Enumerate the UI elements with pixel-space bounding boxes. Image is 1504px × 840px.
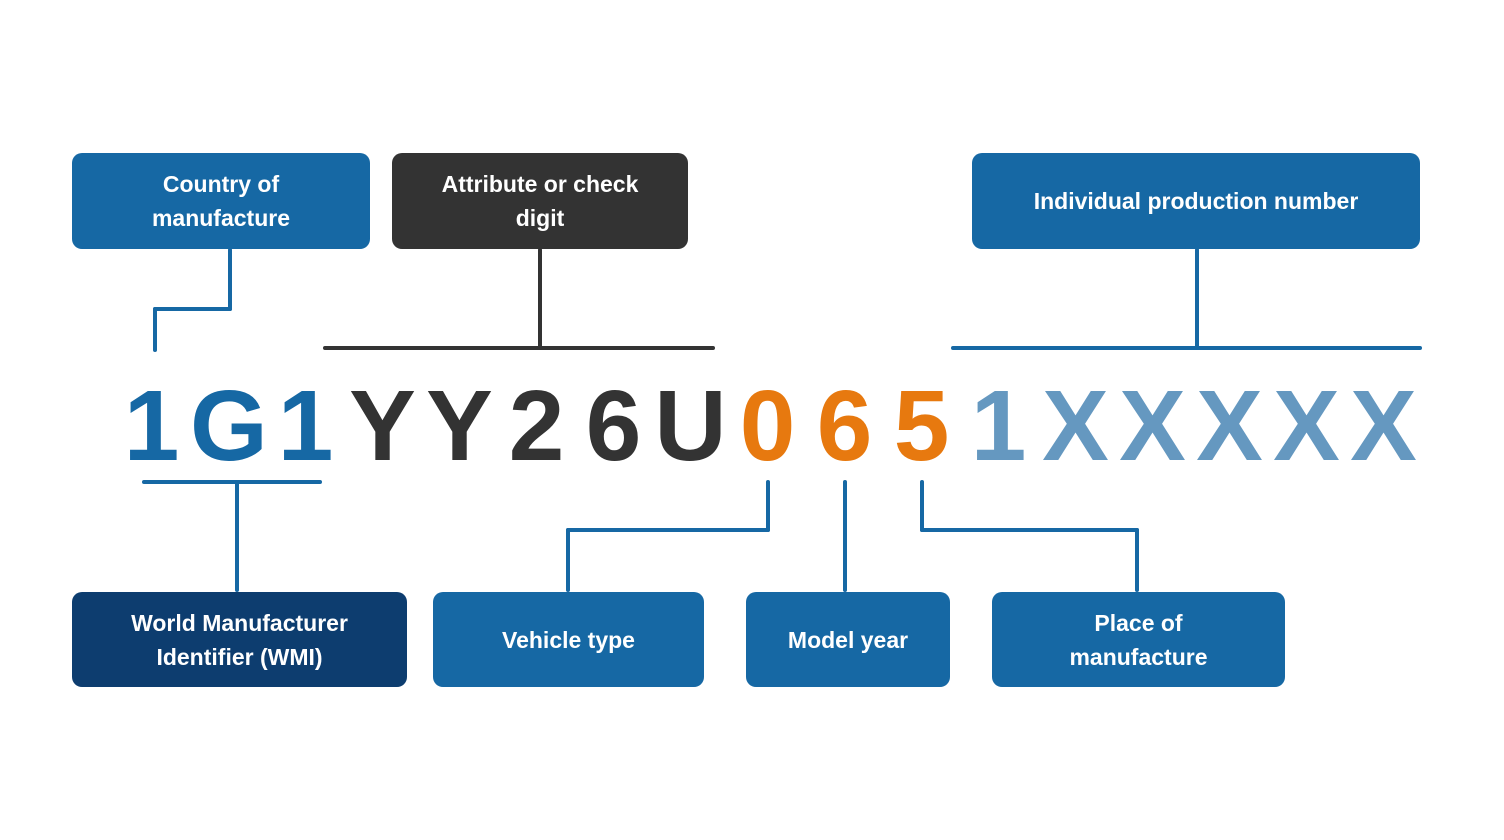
vin-char: G: [190, 370, 268, 482]
connector-place-vertical: [1135, 528, 1139, 592]
callout-country-label: Country of manufacture: [151, 171, 291, 231]
callout-vehicle-type-label: Vehicle type: [502, 626, 635, 653]
connector-wmi-vertical: [235, 480, 239, 592]
connector-attribute-horizontal: [323, 346, 715, 350]
vin-char: 6: [816, 370, 873, 482]
vin-char: Y: [349, 370, 416, 482]
callout-attribute-label: Attribute or check digit: [441, 171, 639, 231]
vin-char: U: [654, 370, 727, 482]
callout-place-label: Place of manufacture: [1069, 609, 1208, 670]
vin-char: 1: [970, 370, 1027, 482]
connector-wmi-underline: [142, 480, 322, 484]
connector-vehicle-type-stub: [766, 480, 770, 532]
vin-char: X: [1042, 370, 1109, 482]
connector-country-vertical-lower: [153, 307, 157, 352]
vin-char: X: [1350, 370, 1417, 482]
connector-place-horizontal: [920, 528, 1139, 532]
callout-attribute-or-check-digit: Attribute or check digit: [392, 153, 688, 249]
callout-model-year-label: Model year: [787, 626, 909, 653]
vin-char: Y: [426, 370, 493, 482]
vin-char: 1: [277, 370, 334, 482]
connector-vehicle-type-vertical: [566, 528, 570, 592]
connector-production-horizontal: [951, 346, 1422, 350]
vin-char: 5: [893, 370, 950, 482]
connector-production-vertical: [1195, 248, 1199, 350]
callout-world-manufacturer-identifier: World Manufacturer Identifier (WMI): [72, 592, 407, 687]
callout-place-of-manufacture: Place of manufacture: [992, 592, 1285, 687]
callout-production-label: Individual production number: [1033, 188, 1359, 214]
connector-vehicle-type-horizontal: [566, 528, 770, 532]
callout-country-of-manufacture: Country of manufacture: [72, 153, 370, 249]
vin-char: X: [1196, 370, 1263, 482]
connector-model-year-vertical: [843, 480, 847, 592]
connector-place-stub: [920, 480, 924, 532]
connector-country-horizontal: [153, 307, 232, 311]
vin-char: X: [1119, 370, 1186, 482]
callout-vehicle-type: Vehicle type: [433, 592, 704, 687]
vin-char: 0: [739, 370, 796, 482]
callout-individual-production-number: Individual production number: [972, 153, 1420, 249]
callout-wmi-label: World Manufacturer Identifier (WMI): [131, 609, 348, 670]
vin-char: 2: [508, 370, 565, 482]
vin-char: 6: [585, 370, 642, 482]
callout-model-year: Model year: [746, 592, 950, 687]
connector-attribute-vertical: [538, 248, 542, 350]
vin-char: X: [1273, 370, 1340, 482]
connector-country-vertical-upper: [228, 248, 232, 311]
vin-char: 1: [123, 370, 180, 482]
